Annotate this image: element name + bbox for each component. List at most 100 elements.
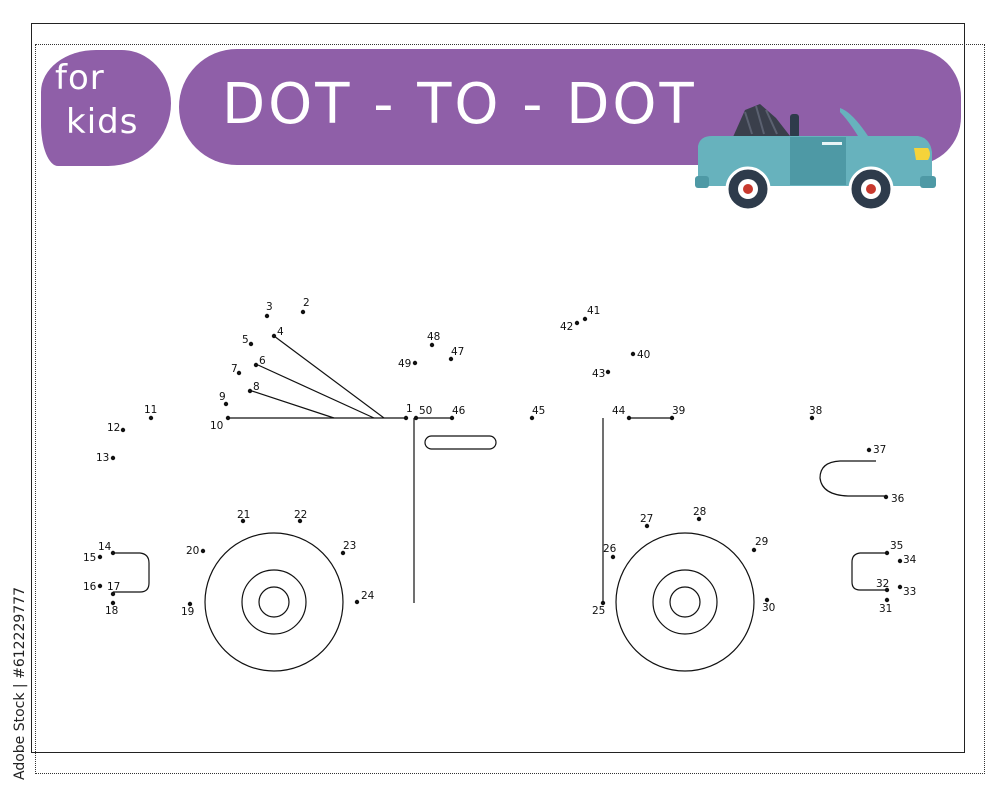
- dot-19: [187, 601, 193, 607]
- dot-label-43: 43: [592, 368, 605, 380]
- dot-2: [300, 309, 306, 315]
- dot-39: [669, 415, 675, 421]
- dot-48: [429, 342, 435, 348]
- dot-10: [225, 415, 231, 421]
- dot-label-30: 30: [762, 602, 775, 614]
- roof-line-8: [251, 390, 335, 419]
- dot-label-20: 20: [186, 545, 199, 557]
- dot-6: [253, 362, 259, 368]
- dot-49: [412, 360, 418, 366]
- dot-label-11: 11: [144, 404, 157, 416]
- dot-label-31: 31: [879, 603, 892, 615]
- dot-label-41: 41: [587, 305, 600, 317]
- front-bumper: [920, 176, 936, 188]
- page-border: [31, 23, 965, 753]
- dot-9: [223, 401, 229, 407]
- windshield: [840, 108, 868, 136]
- dot-label-37: 37: [873, 444, 886, 456]
- dot-47: [448, 356, 454, 362]
- dot-50: [413, 415, 419, 421]
- dot-24: [354, 599, 360, 605]
- dot-label-29: 29: [755, 536, 768, 548]
- dot-11: [148, 415, 154, 421]
- badge-for-text: for: [55, 58, 105, 98]
- door-handle: [822, 142, 842, 145]
- dot-37: [866, 447, 872, 453]
- dot-16: [97, 583, 103, 589]
- dot-label-22: 22: [294, 509, 307, 521]
- dot-3: [264, 313, 270, 319]
- kids-badge: [41, 50, 171, 166]
- dot-label-38: 38: [809, 405, 822, 417]
- dot-label-19: 19: [181, 606, 194, 618]
- headlight: [914, 148, 930, 160]
- roof-line-6: [257, 364, 375, 419]
- dot-label-33: 33: [903, 586, 916, 598]
- front-wheel-hub: [258, 586, 290, 618]
- dot-label-5: 5: [242, 334, 249, 346]
- dot-label-49: 49: [398, 358, 411, 370]
- dot-40: [630, 351, 636, 357]
- dot-30: [764, 597, 770, 603]
- dot-43: [605, 369, 611, 375]
- dot-label-36: 36: [891, 493, 905, 505]
- dot-label-42: 42: [560, 321, 573, 333]
- dot-label-45: 45: [532, 405, 545, 417]
- dot-38: [809, 415, 815, 421]
- dot-label-32: 32: [876, 578, 889, 590]
- dot-31: [884, 597, 890, 603]
- convertible-car-icon: [695, 104, 936, 212]
- tail-light-outline: [819, 460, 886, 497]
- dot-label-48: 48: [427, 331, 440, 343]
- dot-label-2: 2: [303, 297, 310, 309]
- dot-label-8: 8: [253, 381, 260, 393]
- dot-label-34: 34: [903, 554, 917, 566]
- dot-27: [644, 523, 650, 529]
- front-wheel-outer: [204, 532, 344, 672]
- dot-21: [240, 518, 246, 524]
- dot-25: [600, 600, 606, 606]
- dot-label-47: 47: [451, 346, 464, 358]
- dot-label-24: 24: [361, 590, 375, 602]
- dot-label-4: 4: [277, 326, 284, 338]
- dot-label-39: 39: [672, 405, 685, 417]
- dot-28: [696, 516, 702, 522]
- dot-20: [200, 548, 206, 554]
- dot-34: [897, 558, 903, 564]
- dot-label-12: 12: [107, 422, 120, 434]
- dot-41: [582, 316, 588, 322]
- dot-label-17: 17: [107, 581, 120, 593]
- dot-12: [120, 427, 126, 433]
- dot-label-18: 18: [105, 605, 118, 617]
- dot-23: [340, 550, 346, 556]
- rear-wheel-outer: [615, 532, 755, 672]
- dot-5: [248, 341, 254, 347]
- dot-label-9: 9: [219, 391, 226, 403]
- dot-14: [110, 550, 116, 556]
- dot-label-1: 1: [406, 403, 413, 415]
- dot-label-26: 26: [603, 543, 617, 555]
- dot-label-14: 14: [98, 541, 112, 553]
- front-bumper-outline: [113, 552, 150, 593]
- page-title: DOT - TO - DOT: [222, 72, 697, 137]
- dot-label-40: 40: [637, 349, 650, 361]
- dot-label-7: 7: [231, 363, 238, 375]
- dot-label-35: 35: [890, 540, 903, 552]
- badge-kids-text: kids: [66, 102, 139, 142]
- guide-lines: [113, 335, 887, 672]
- dot-45: [529, 415, 535, 421]
- dot-label-27: 27: [640, 513, 653, 525]
- car-rear-hubcap: [743, 184, 753, 194]
- dot-13: [110, 455, 116, 461]
- dot-29: [751, 547, 757, 553]
- dot-44: [626, 415, 632, 421]
- dot-label-25: 25: [592, 605, 605, 617]
- dot-label-13: 13: [96, 452, 109, 464]
- dot-label-15: 15: [83, 552, 96, 564]
- dotted-border: [35, 44, 985, 774]
- dot-label-10: 10: [210, 420, 223, 432]
- dot-1: [403, 415, 409, 421]
- dot-label-23: 23: [343, 540, 356, 552]
